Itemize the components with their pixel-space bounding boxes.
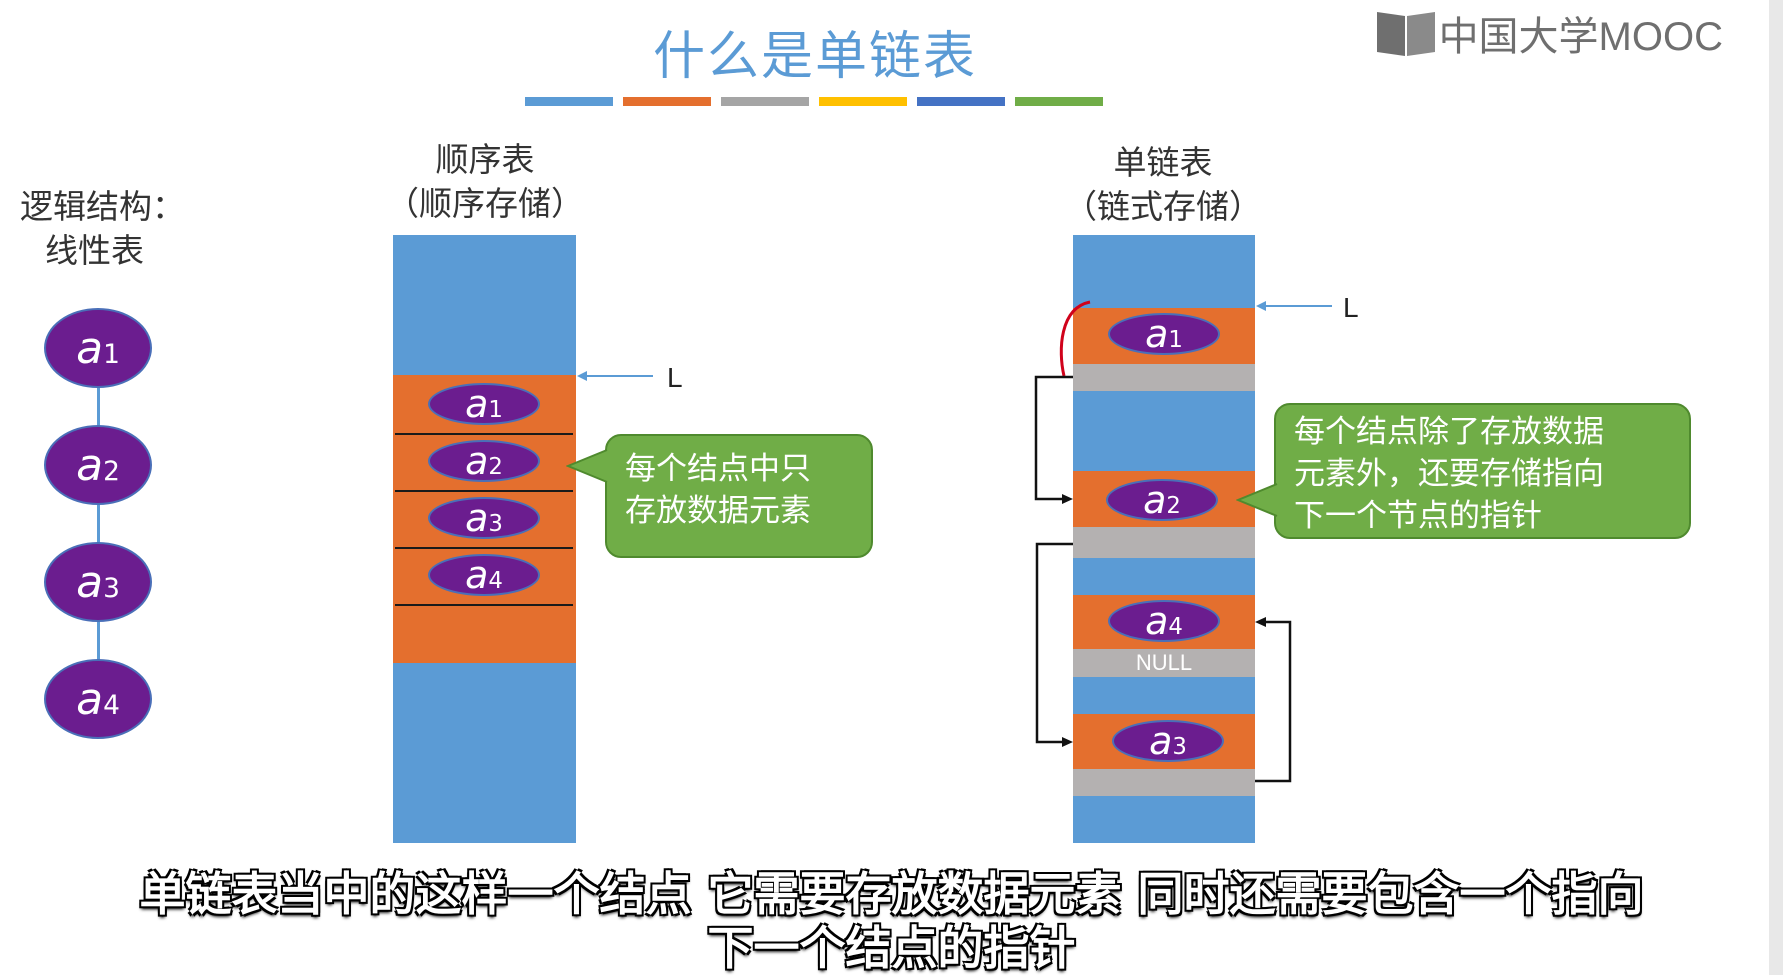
scrollbar[interactable] <box>1769 0 1783 975</box>
node-subscript: 2 <box>103 456 120 488</box>
sequential-callout-line1: 每个结点中只 <box>625 451 811 487</box>
node-letter: a <box>76 322 104 374</box>
node-letter: a <box>76 556 104 608</box>
linked-callout-tail-icon <box>1236 483 1278 517</box>
node-subscript: 3 <box>488 510 503 537</box>
sequential-pointer-label: L <box>667 362 683 393</box>
book-icon <box>1376 10 1435 56</box>
linked-pointer-arrow-icon <box>1256 301 1332 311</box>
linked-callout-line3: 下一个节点的指针 <box>1294 498 1542 534</box>
stripe-darkblue <box>917 97 1005 106</box>
stripe-gray <box>721 97 809 106</box>
node-letter: a <box>1143 478 1167 522</box>
null-label: NULL <box>1135 650 1193 675</box>
node-subscript: 1 <box>488 396 503 423</box>
link-arrows-icon <box>1034 300 1292 783</box>
linked-heading-line1: 单链表 <box>1113 143 1213 182</box>
sequential-callout-line2: 存放数据元素 <box>625 493 811 529</box>
node-subscript: 1 <box>1168 326 1183 353</box>
sequential-callout: 每个结点中只 存放数据元素 <box>605 434 873 558</box>
linked-callout-line1: 每个结点除了存放数据 <box>1294 414 1604 450</box>
slide-title: 什么是单链表 <box>652 27 977 87</box>
stripe-yellow <box>819 97 907 106</box>
subtitle-line-2: 下一个结点的指针 <box>707 921 1076 975</box>
sequential-separator <box>395 604 573 606</box>
sequential-separator <box>395 490 573 492</box>
sequential-separator <box>395 547 573 549</box>
stripe-orange <box>623 97 711 106</box>
linked-callout: 每个结点除了存放数据 元素外，还要存储指向 下一个节点的指针 <box>1274 403 1691 539</box>
node-letter: a <box>1149 719 1173 763</box>
logo-text: 中国大学MOOC <box>1438 15 1723 59</box>
node-subscript: 4 <box>488 567 503 594</box>
linked-node-a1-pointer <box>1073 364 1255 391</box>
color-stripes <box>525 97 1103 106</box>
node-letter: a <box>465 382 489 426</box>
node-subscript: 4 <box>103 690 120 722</box>
node-letter: a <box>76 673 104 725</box>
sequential-separator <box>395 433 573 435</box>
node-subscript: 4 <box>1168 613 1183 640</box>
linked-pointer-label: L <box>1343 292 1359 323</box>
stripe-blue <box>525 97 613 106</box>
node-subscript: 1 <box>103 339 120 371</box>
linked-node-a2-pointer <box>1073 527 1255 558</box>
logical-heading-line1: 逻辑结构： <box>20 187 185 226</box>
linked-node-a4-pointer <box>1073 649 1255 677</box>
sequential-callout-tail-icon <box>566 449 608 483</box>
stripe-green <box>1015 97 1103 106</box>
node-letter: a <box>465 439 489 483</box>
sequential-pointer-arrow-icon <box>577 371 653 381</box>
node-subscript: 3 <box>1172 733 1187 760</box>
node-letter: a <box>465 496 489 540</box>
mooc-logo: 中国大学MOOC <box>1376 4 1723 62</box>
node-letter: a <box>76 439 104 491</box>
linked-callout-line2: 元素外，还要存储指向 <box>1294 456 1604 492</box>
subtitle-line-1: 单链表当中的这样一个结点 它需要存放数据元素 同时还需要包含一个指向 <box>139 867 1644 921</box>
sequential-heading-line2: （顺序存储） <box>386 184 584 223</box>
sequential-heading: 顺序表 （顺序存储） <box>380 138 590 226</box>
node-letter: a <box>1145 312 1169 356</box>
logical-heading-line2: 线性表 <box>45 231 144 270</box>
node-subscript: 3 <box>103 573 120 605</box>
node-subscript: 2 <box>1166 492 1181 519</box>
node-subscript: 2 <box>488 453 503 480</box>
node-letter: a <box>465 553 489 597</box>
linked-heading: 单链表 （链式存储） <box>1058 141 1268 229</box>
linked-node-a3-pointer <box>1073 769 1255 796</box>
linked-heading-line2: （链式存储） <box>1064 187 1262 226</box>
node-letter: a <box>1145 599 1169 643</box>
logical-connector <box>97 345 100 695</box>
sequential-heading-line1: 顺序表 <box>435 140 535 179</box>
logical-heading: 逻辑结构： 线性表 <box>20 185 190 273</box>
